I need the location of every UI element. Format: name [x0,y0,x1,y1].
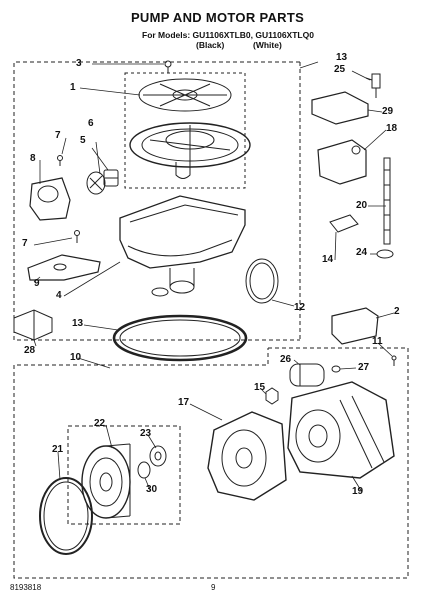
callout-14: 13 [336,52,348,63]
part-thermistor-25 [365,73,381,98]
callout-27: 27 [358,362,370,373]
part-motor-20 [287,381,395,479]
part-bearing-23 [149,445,167,467]
part-cover-28 [311,91,369,125]
part-screw-11 [391,355,397,366]
sump-top-boundary [124,72,246,189]
page-number: 9 [211,583,216,592]
part-bracket-2 [331,307,379,345]
motor-assembly-boundary [13,347,409,579]
document-number: 8193818 [10,583,42,592]
callout-15: 14 [322,254,334,265]
part-screw-7-lower [74,230,80,243]
callout-24: 24 [356,247,368,258]
callout-1: 1 [70,82,76,93]
color-white-label: (White) [253,40,282,50]
callout-7-upper: 7 [55,130,61,141]
part-sensor-6 [86,171,106,195]
callout-13: 13 [72,318,84,329]
part-plate-29 [13,309,53,341]
part-screw-7-upper [57,155,63,166]
upper-assembly-boundary [13,61,300,341]
part-nut-16 [265,387,279,405]
part-hose-19 [383,157,391,245]
callout-leaders [33,61,395,493]
part-impeller-ring [129,122,251,179]
callout-7-lower: 7 [22,238,28,249]
callout-12: 12 [294,302,306,313]
callout-26: 26 [280,354,292,365]
callout-8: 8 [30,153,36,164]
callout-20: 19 [352,486,364,497]
callout-2: 2 [394,306,400,317]
callout-5: 5 [80,135,86,146]
callout-10: 10 [70,352,82,363]
part-screw-3 [164,60,172,73]
callout-28: 29 [382,106,394,117]
callout-22: 22 [94,418,106,429]
part-gasket-13 [112,314,248,362]
part-impeller-housing-18 [207,411,287,501]
part-sump-4 [119,195,246,297]
part-filter-cover-1 [138,78,232,112]
callout-23: 23 [140,428,152,439]
part-clip-5 [103,169,119,187]
part-pump-body-22 [81,443,131,519]
bearing-kit-boundary [67,425,181,525]
part-housing-17 [317,139,367,185]
diagram-title: PUMP AND MOTOR PARTS [130,10,305,25]
part-washer-30 [137,461,151,479]
callout-29: 28 [24,345,36,356]
callout-25: 25 [334,64,346,75]
part-actuator-8 [29,177,71,221]
model-list: For Models: GU1106XTLB0, GU1106XTLQ0 [142,30,314,40]
callout-16: 15 [254,382,266,393]
callout-11: 11 [372,336,383,347]
callout-3: 3 [76,58,82,69]
part-bracket-9 [27,254,101,281]
part-seal-ring-12 [245,258,279,304]
part-clip-15 [329,214,359,233]
callout-19: 20 [356,200,368,211]
callout-30: 30 [146,484,158,495]
callout-18: 17 [178,397,190,408]
part-clamp-24 [376,249,394,259]
callout-17: 18 [386,123,398,134]
color-black-label: (Black) [196,40,225,50]
part-gasket-21 [39,477,93,555]
part-oring-27 [331,365,341,373]
callout-6: 6 [88,118,94,129]
callout-9: 9 [34,278,40,289]
part-capacitor-26 [289,363,325,387]
callout-4: 4 [56,290,62,301]
callout-21: 21 [52,444,64,455]
